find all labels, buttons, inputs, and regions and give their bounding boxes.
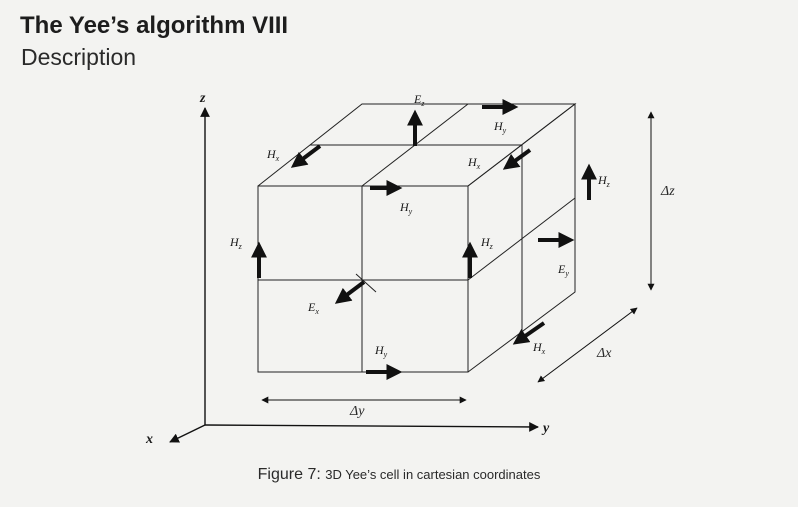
coordinate-axes [169,107,539,443]
hx-top-left-arrow [290,144,322,168]
hx-top-right-label: Hx [467,155,481,171]
hx-bottom-right-label: Hx [532,340,546,356]
hz-front-left-label: Hz [229,235,243,251]
x-axis-label: x [145,432,153,447]
hx-bottom-right-arrow [512,321,546,345]
dx-label: Δx [596,346,612,361]
ex-center-arrow [334,280,366,304]
x-axis [169,424,206,443]
hy-bottom-label: Hy [374,343,388,359]
ey-right-label: Ey [557,262,569,278]
figure-caption-text: 3D Yee’s cell in cartesian coordinates [325,467,541,482]
ez-top-label: Ez [413,92,425,108]
cube-front-face [257,185,469,373]
dimension-markers [261,111,655,404]
figure-caption-head: Figure 7: [257,466,326,483]
hx-top-right-arrow [502,148,532,170]
hy-top-label: Hy [493,119,507,135]
figure-caption: Figure 7: 3D Yee’s cell in cartesian coo… [0,466,798,484]
dx-arrow [537,307,638,383]
z-axis-label: z [199,91,206,106]
page-subtitle: Description [21,44,137,70]
hz-right-top-label: Hz [597,173,611,189]
hx-top-left-label: Hx [266,147,280,163]
y-axis-label: y [541,421,550,436]
y-axis [204,422,539,432]
hz-front-right-label: Hz [480,235,494,251]
page-title: The Yee’s algorithm VIII [20,12,289,39]
dz-label: Δz [660,184,675,199]
ex-center-label: Ex [307,300,319,316]
hy-front-label: Hy [399,200,413,216]
field-labels: Ez Hy Hx Hx Hz Hy Hz Hz Ey Ex Hy Hx [229,92,611,359]
dy-label: Δy [349,404,365,419]
field-arrows [251,99,597,380]
